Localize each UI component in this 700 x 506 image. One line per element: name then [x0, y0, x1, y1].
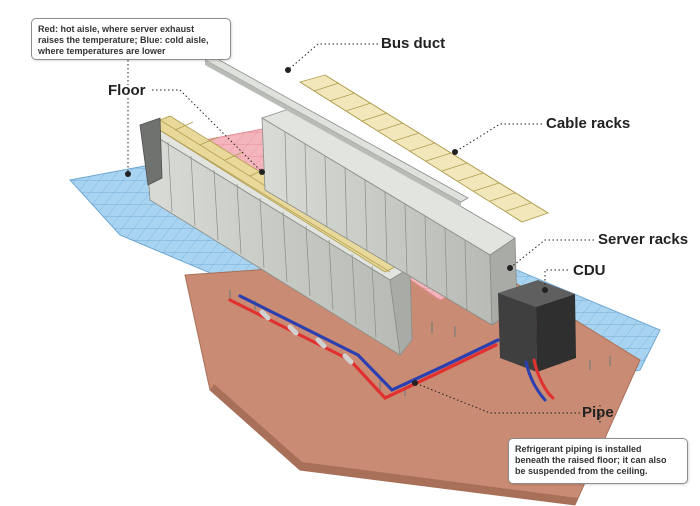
floor-label: Floor: [108, 82, 146, 99]
piping-note: Refrigerant piping is installed beneath …: [508, 438, 688, 484]
piping-note-line-3: be suspended from the ceiling.: [515, 466, 648, 476]
aisle-note: Red: hot aisle, where server exhaust rai…: [31, 18, 231, 60]
row-end-unit: [139, 117, 163, 186]
bus-duct-label: Bus duct: [381, 35, 446, 52]
server-racks-label: Server racks: [598, 231, 689, 248]
server-rack-row-back: [261, 107, 518, 326]
refrigerant-pipes: [228, 294, 555, 402]
piping-note-line-2: beneath the raised floor; it can also: [515, 455, 667, 465]
cdu-unit: [498, 280, 576, 372]
pipe-label: Pipe: [582, 404, 614, 421]
aisle-note-line-3: where temperatures are lower: [38, 46, 166, 56]
piping-note-line-1: Refrigerant piping is installed: [515, 444, 642, 454]
aisle-note-line-1: Red: hot aisle, where server exhaust: [38, 24, 195, 34]
leader-lines: [127, 43, 601, 425]
cable-racks-label: Cable racks: [546, 115, 631, 132]
cable-racks: [299, 74, 549, 223]
cdu-label: CDU: [573, 262, 606, 279]
subfloor-edge: [210, 384, 578, 505]
leader-dots: [125, 67, 548, 386]
aisle-note-line-2: raises the temperature; Blue: cold aisle…: [38, 35, 209, 45]
